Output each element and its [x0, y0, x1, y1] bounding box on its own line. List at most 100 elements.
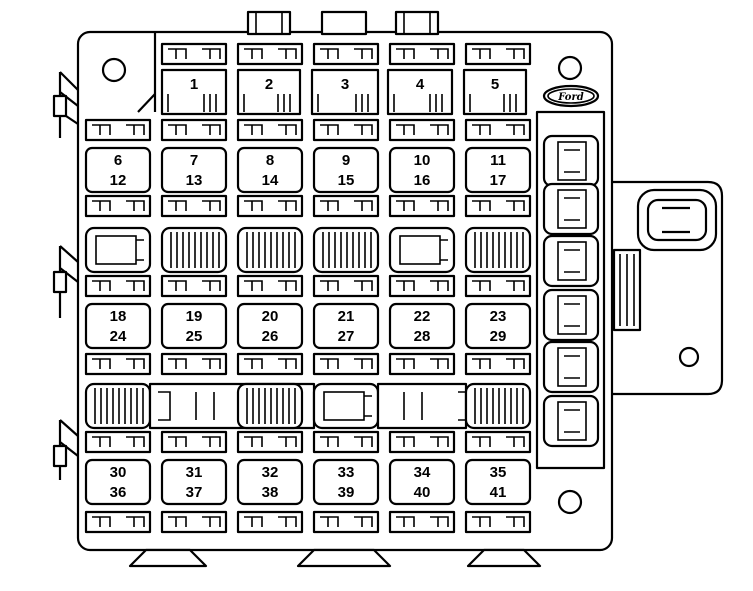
- fuse-number: 36: [110, 484, 127, 501]
- terminal-clip-pair: [236, 194, 304, 218]
- terminal-clip-pair: [464, 510, 532, 534]
- terminal-clip-pair: [312, 510, 380, 534]
- bracket-slot-icon: [636, 188, 718, 252]
- fuse-number: 33: [338, 464, 355, 481]
- bottom-tabs: [128, 548, 542, 568]
- relay-socket: [542, 340, 600, 394]
- terminal-clip-pair: [160, 430, 228, 454]
- terminal-clip-pair: [84, 274, 152, 298]
- relay-socket: [542, 182, 600, 236]
- terminal-clip-pair: [312, 274, 380, 298]
- maxi-fuse: 1: [160, 68, 228, 116]
- terminal-clip-pair: [388, 430, 456, 454]
- mini-fuse-pair: 612: [84, 146, 152, 194]
- terminal-clip-pair: [388, 510, 456, 534]
- fuse-number: 10: [414, 152, 431, 169]
- relay-socket: [84, 226, 152, 274]
- relay-module: [160, 226, 228, 274]
- terminal-clip-pair: [236, 510, 304, 534]
- terminal-clip-pair: [388, 42, 456, 66]
- terminal-clip-pair: [464, 274, 532, 298]
- fuse-number: 34: [414, 464, 431, 481]
- terminal-clip-pair: [236, 118, 304, 142]
- fuse-number: 9: [342, 152, 350, 169]
- fuse-number: 14: [262, 172, 279, 189]
- fuse-number: 41: [490, 484, 507, 501]
- terminal-clip-pair: [312, 430, 380, 454]
- terminal-clip-pair: [464, 352, 532, 376]
- terminal-clip-pair: [236, 274, 304, 298]
- fuse-number: 3: [341, 76, 349, 93]
- relay-module: [376, 382, 468, 430]
- fuse-number: 28: [414, 328, 431, 345]
- fuse-number: 1: [190, 76, 198, 93]
- fuse-number: 20: [262, 308, 279, 325]
- relay-socket: [388, 226, 456, 274]
- relay-column-right: [535, 110, 606, 470]
- fuse-number: 23: [490, 308, 507, 325]
- fuse-number: 25: [186, 328, 203, 345]
- fuse-number: 8: [266, 152, 274, 169]
- terminal-clip-pair: [388, 274, 456, 298]
- maxi-fuse: 2: [236, 68, 302, 116]
- terminal-clip-pair: [84, 118, 152, 142]
- fuse-number: 39: [338, 484, 355, 501]
- fuse-number: 11: [490, 152, 506, 169]
- mini-fuse-pair: 915: [312, 146, 380, 194]
- fuse-number: 27: [338, 328, 355, 345]
- terminal-clip-pair: [160, 42, 228, 66]
- fuse-number: 26: [262, 328, 279, 345]
- mounting-hole-bottom-right: [557, 489, 583, 515]
- fuse-number: 35: [490, 464, 507, 481]
- fuse-number: 2: [265, 76, 273, 93]
- mounting-hole-top-right: [557, 55, 583, 81]
- terminal-clip-pair: [312, 118, 380, 142]
- terminal-clip-pair: [84, 194, 152, 218]
- terminal-clip-pair: [236, 430, 304, 454]
- terminal-clip-pair: [464, 194, 532, 218]
- terminal-clip-pair: [312, 194, 380, 218]
- fuse-number: 13: [186, 172, 203, 189]
- terminal-clip-pair: [464, 42, 532, 66]
- fuse-number: 19: [186, 308, 203, 325]
- mini-fuse-pair: 814: [236, 146, 304, 194]
- relay-module: [464, 382, 532, 430]
- fuse-number: 7: [190, 152, 198, 169]
- maxi-fuse: 5: [462, 68, 528, 116]
- bracket-clip: [612, 248, 642, 332]
- relay-module: [464, 226, 532, 274]
- fuse-number: 30: [110, 464, 127, 481]
- fuse-number: 22: [414, 308, 431, 325]
- fuse-number: 17: [490, 172, 507, 189]
- relay-socket: [542, 134, 600, 188]
- terminal-clip-pair: [464, 118, 532, 142]
- relay-module: [236, 382, 304, 430]
- fuse-number: 38: [262, 484, 279, 501]
- ford-logo-text: Ford: [557, 92, 583, 103]
- terminal-clip-pair: [236, 352, 304, 376]
- top-connectors: [246, 10, 440, 36]
- fuse-number: 29: [490, 328, 507, 345]
- fuse-number: 24: [110, 328, 127, 345]
- relay-socket: [542, 234, 600, 288]
- fuse-number: 40: [414, 484, 431, 501]
- terminal-clip-pair: [236, 42, 304, 66]
- terminal-clip-pair: [312, 352, 380, 376]
- terminal-clip-pair: [160, 194, 228, 218]
- terminal-clip-pair: [160, 274, 228, 298]
- fuse-number: 18: [110, 308, 127, 325]
- relay-module: [236, 226, 304, 274]
- maxi-fuse: 3: [310, 68, 380, 116]
